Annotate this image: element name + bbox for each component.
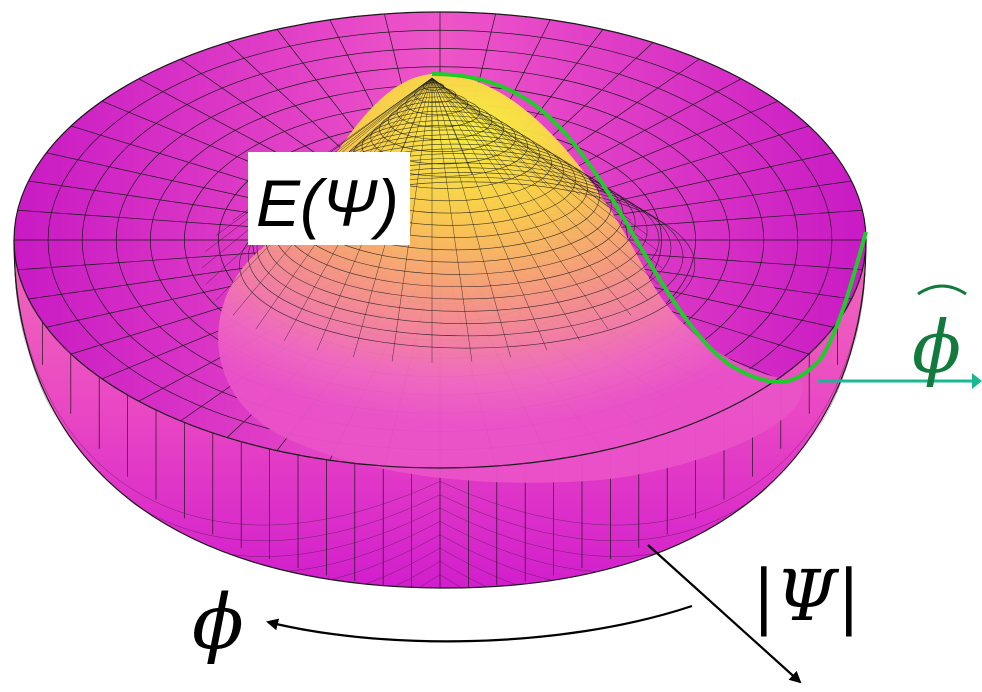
- mode-label: ϕ: [912, 305, 961, 389]
- bowl-surface: [14, 12, 866, 635]
- hat-accent: [918, 286, 966, 294]
- magnitude-label: |Ψ|: [752, 555, 861, 637]
- arrowhead-icon: [972, 373, 982, 389]
- mode-label-group: ϕ: [912, 286, 966, 389]
- energy-label: E(Ψ): [256, 166, 399, 240]
- curved-arrow-icon: [268, 606, 692, 641]
- phase-label: ϕ: [192, 577, 244, 666]
